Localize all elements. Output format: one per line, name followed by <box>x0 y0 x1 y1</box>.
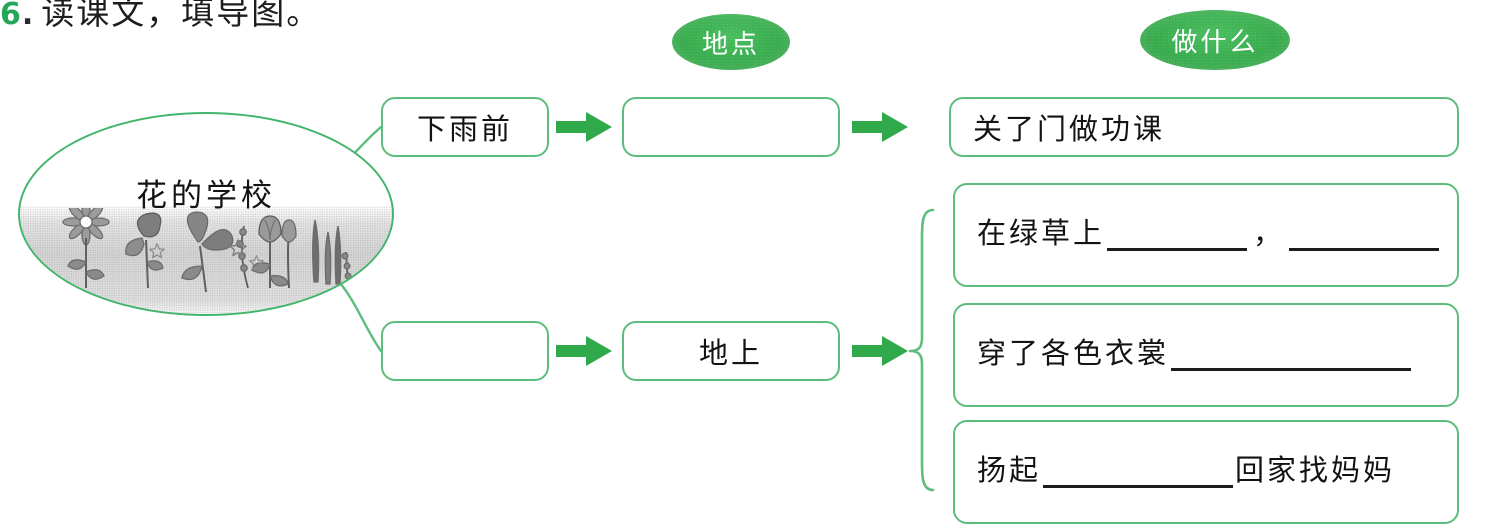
star-icon <box>249 255 264 270</box>
action-box-row2-3[interactable]: 扬起 回家找妈妈 <box>953 420 1459 524</box>
column-header-location: 地点 <box>672 14 790 70</box>
where-box-row1[interactable] <box>622 97 840 157</box>
when-box-row1[interactable]: 下雨前 <box>381 97 549 157</box>
sentence-text-segment: 在绿草上 <box>977 217 1106 250</box>
flower-icon <box>62 208 352 293</box>
action-box-row2-2[interactable]: 穿了各色衣裳 <box>953 303 1459 407</box>
action-sentence-row2-3: 扬起 回家找妈妈 <box>977 454 1396 488</box>
where-box-row2[interactable]: 地上 <box>622 321 840 381</box>
sentence-punctuation: ， <box>1253 217 1286 250</box>
star-icon <box>229 239 247 257</box>
column-header-action: 做什么 <box>1140 10 1290 70</box>
sentence-text-segment: 扬起 <box>977 454 1042 487</box>
arrow-right-icon <box>852 112 908 142</box>
where-box-row2-label: 地上 <box>698 338 763 370</box>
action-box-row1-1-label: 关了门做功课 <box>973 114 1166 146</box>
column-header-action-label: 做什么 <box>1171 27 1259 57</box>
arrow-right-icon <box>556 336 612 366</box>
when-box-row1-label: 下雨前 <box>416 114 513 146</box>
column-header-location-label: 地点 <box>701 29 760 59</box>
fill-in-blank[interactable] <box>1043 465 1234 488</box>
action-sentence-row2-2: 穿了各色衣裳 <box>977 337 1413 371</box>
fill-in-blank[interactable] <box>1171 348 1412 371</box>
topic-oval: 花的学校 <box>18 112 394 316</box>
question-prompt: 6 . 读课文，填导图。 <box>0 0 321 34</box>
arrow-right-icon <box>556 112 612 142</box>
arrow-right-icon <box>852 336 908 366</box>
fill-in-blank[interactable] <box>1107 228 1248 251</box>
topic-title: 花的学校 <box>136 178 276 213</box>
action-sentence-row2-1: 在绿草上 ， <box>977 217 1441 251</box>
prompt-text: 读课文，填导图。 <box>41 0 322 32</box>
when-box-row2[interactable] <box>381 321 549 381</box>
action-box-row1-1[interactable]: 关了门做功课 <box>949 97 1459 157</box>
sentence-text-segment: 穿了各色衣裳 <box>977 337 1170 370</box>
question-number: 6 <box>0 0 21 32</box>
star-icon <box>149 243 165 259</box>
action-box-row2-1[interactable]: 在绿草上 ， <box>953 183 1459 287</box>
sentence-text-segment: 回家找妈妈 <box>1235 454 1396 487</box>
question-number-dot: . <box>21 0 34 32</box>
fill-in-blank[interactable] <box>1289 228 1440 251</box>
